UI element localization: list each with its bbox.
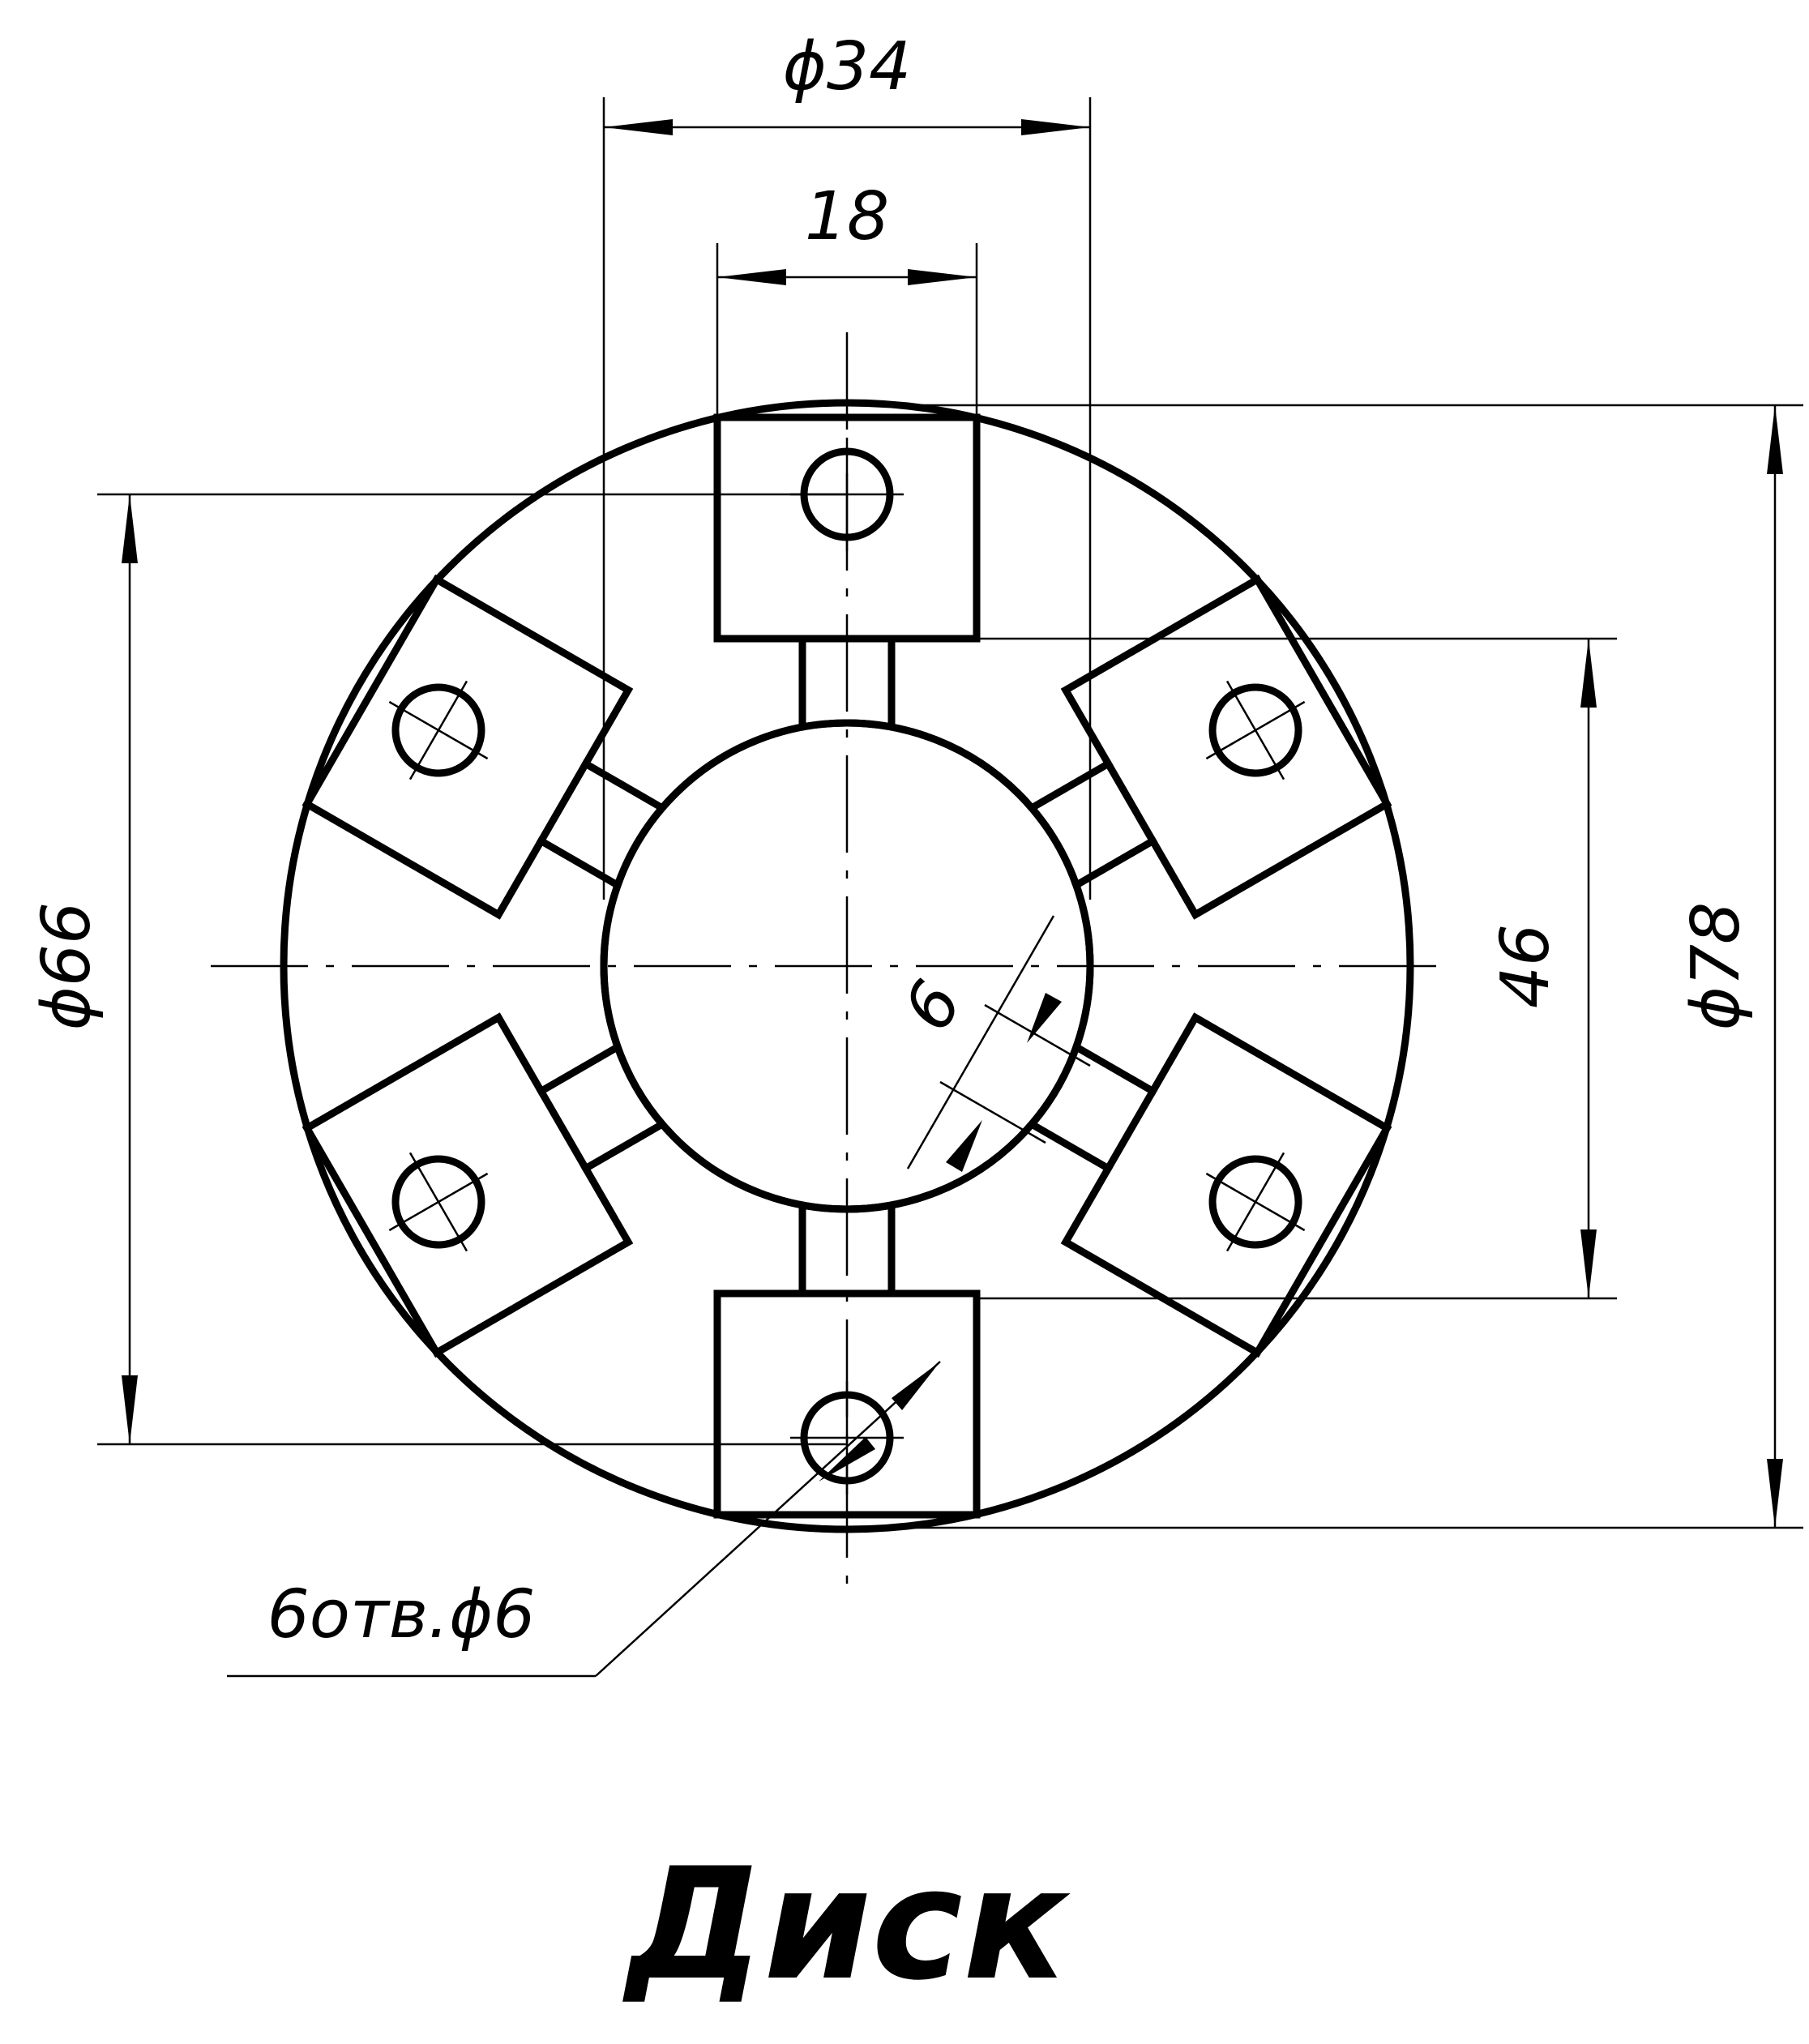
dim-bore-diameter: ϕ34 (602, 28, 1092, 900)
dim-bolt-circle-label: ϕ66 (28, 902, 105, 1030)
dim-across-pads: 46 (977, 637, 1617, 1300)
pad-lower-left (307, 975, 701, 1353)
pad-lower-right (993, 975, 1387, 1353)
dim-rib-width: 6 (889, 915, 1091, 1172)
dim-bore-label: ϕ34 (783, 28, 911, 105)
dim-bolt-circle: ϕ66 (28, 493, 847, 1446)
dim-rib-label: 6 (889, 969, 977, 1044)
pad-upper-left (307, 579, 701, 957)
dim-outer-diameter: ϕ78 (847, 404, 1803, 1529)
pad-upper-right (993, 579, 1387, 957)
dim-slot-label: 18 (805, 178, 889, 255)
dim-outer-label: ϕ78 (1678, 902, 1755, 1030)
pad-top (713, 413, 981, 727)
drawing-title: Диск (622, 1835, 1071, 2014)
dim-across-pads-label: 46 (1487, 924, 1564, 1008)
holes-note: 6отв.ϕ6 (227, 1361, 941, 1678)
holes-note-label: 6отв.ϕ6 (267, 1576, 536, 1653)
outer-contour (280, 399, 1414, 1533)
disk-part (280, 399, 1414, 1533)
dim-slot-width: 18 (716, 178, 978, 417)
